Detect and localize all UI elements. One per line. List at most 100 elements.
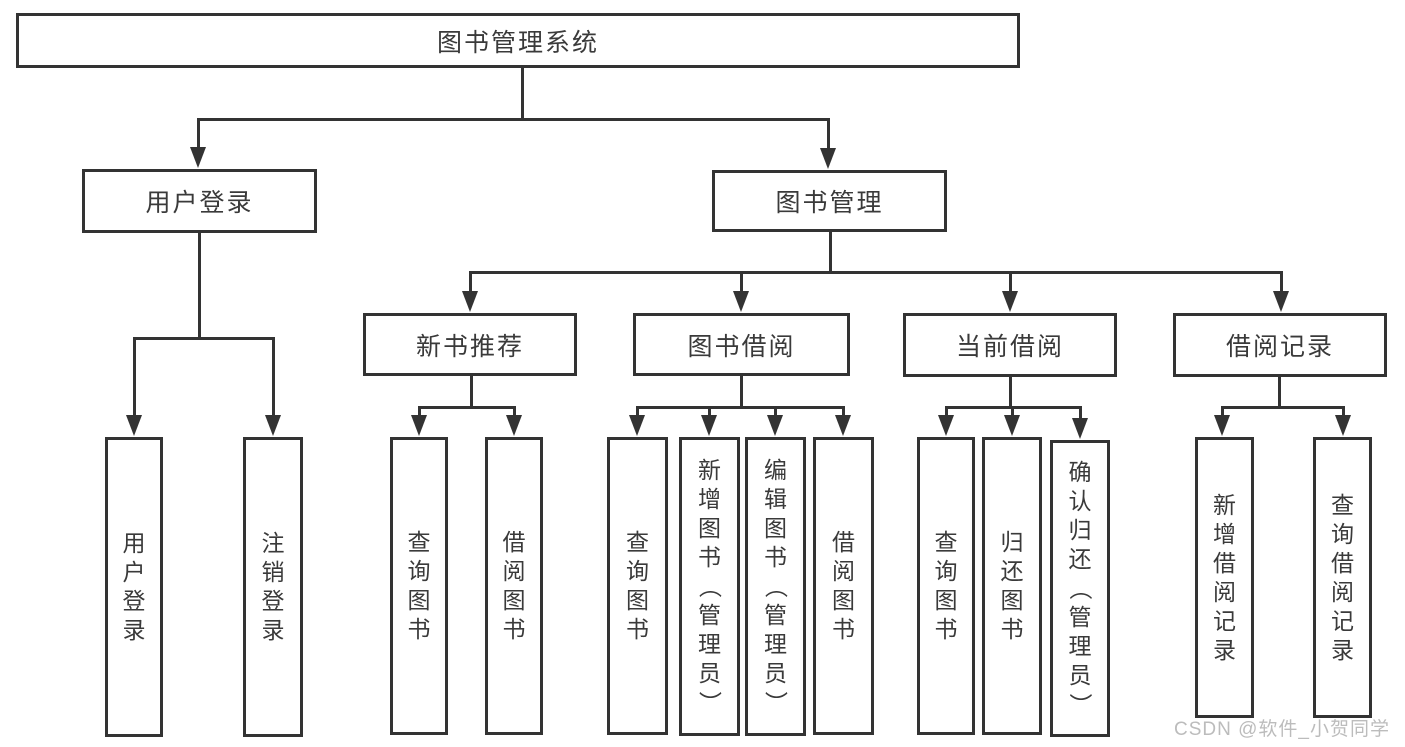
arrow-down-icon [1273, 291, 1289, 312]
node-label-char: 增 [698, 486, 721, 512]
node-borrow-records: 借阅记录 [1173, 313, 1387, 377]
node-label-char: 户 [122, 559, 146, 585]
node-label-char: 还 [1000, 558, 1024, 584]
connector-line [1008, 376, 1012, 407]
node-label-char: 理 [764, 631, 787, 657]
node-label-char: 图 [832, 587, 855, 613]
node-label: 当前借阅 [955, 333, 1064, 361]
node-label: 借阅记录 [1225, 333, 1334, 361]
node-label-char: 阅 [1213, 578, 1236, 605]
node-label-char: 阅 [502, 558, 526, 584]
arrow-down-icon [938, 415, 954, 436]
node-label-char: ） [1067, 693, 1094, 716]
node-label-char: 登 [122, 588, 146, 614]
arrow-down-icon [462, 291, 478, 312]
node-query-books-3: 查询图书 [917, 437, 975, 735]
arrow-down-icon [767, 415, 783, 436]
node-query-books-2: 查询图书 [607, 437, 668, 735]
node-label-char: 员 [1068, 662, 1092, 688]
node-label-char: 还 [1068, 546, 1092, 572]
connector-line [134, 337, 274, 340]
node-label-char: 用 [122, 530, 146, 556]
connector-line [739, 271, 743, 294]
connector-line [1279, 271, 1283, 294]
arrow-down-icon [411, 415, 427, 436]
node-label-char: 阅 [832, 558, 855, 584]
node-label-char: 理 [698, 631, 721, 657]
node-logout-leaf: 注销登录 [243, 437, 303, 737]
node-query-borrow-record: 查询借阅记录 [1313, 437, 1372, 718]
arrow-down-icon [265, 415, 281, 436]
connector-line [198, 118, 829, 121]
node-label-char: 图 [698, 515, 721, 541]
arrow-down-icon [126, 415, 142, 436]
node-label-char: 录 [122, 617, 146, 643]
node-label-char: 图 [934, 587, 958, 613]
node-label-char: ） [763, 691, 789, 714]
node-label-char: 归 [1000, 529, 1024, 555]
arrow-down-icon [701, 415, 717, 436]
node-label-char: 图 [407, 587, 431, 613]
node-label: 新书推荐 [415, 332, 524, 361]
node-current-borrow: 当前借阅 [903, 313, 1117, 377]
node-add-books: 新增图书（管理员） [679, 437, 740, 736]
connector-line [637, 406, 844, 409]
arrow-down-icon [190, 147, 206, 168]
node-label-char: 增 [1213, 520, 1236, 547]
node-label-char: 询 [407, 558, 431, 584]
connector-line [468, 271, 472, 294]
node-label-char: 认 [1068, 488, 1092, 514]
node-label-char: 录 [1331, 636, 1354, 663]
node-label-char: 借 [832, 529, 855, 555]
node-label-char: 录 [261, 617, 285, 643]
node-add-borrow-record: 新增借阅记录 [1195, 437, 1254, 718]
node-label: 图书管理 [775, 189, 884, 217]
arrow-down-icon [733, 291, 749, 312]
connector-line [271, 337, 275, 418]
watermark: CSDN @软件_小贺同学 [1174, 719, 1390, 740]
arrow-down-icon [820, 148, 836, 169]
node-label: 图书管理系统 [436, 28, 599, 57]
node-label-char: 书 [764, 544, 787, 570]
node-label-char: （ [697, 575, 723, 598]
connector-line [520, 68, 524, 118]
node-confirm-return: 确认归还（管理员） [1050, 440, 1110, 737]
node-edit-books: 编辑图书（管理员） [745, 437, 806, 736]
node-book-borrow: 图书借阅 [633, 313, 850, 376]
node-label-char: 新 [1213, 491, 1236, 518]
connector-line [512, 406, 516, 418]
connector-line [197, 233, 201, 338]
node-label-char: 管 [1068, 604, 1092, 630]
node-book-mgmt: 图书管理 [712, 170, 947, 232]
connector-line [773, 406, 777, 418]
arrow-down-icon [1335, 415, 1351, 436]
node-label-char: 图 [626, 587, 649, 613]
node-label: 用户登录 [145, 189, 254, 217]
arrow-down-icon [506, 415, 522, 436]
node-label-char: 销 [261, 559, 285, 585]
connector-line [1222, 406, 1344, 409]
node-label-char: 新 [698, 457, 721, 483]
node-label-char: 理 [1068, 633, 1092, 659]
node-label-char: 询 [934, 558, 958, 584]
node-label-char: 阅 [1331, 578, 1354, 605]
node-label-char: 查 [934, 529, 958, 555]
arrow-down-icon [629, 415, 645, 436]
connector-line [469, 376, 473, 407]
node-label-char: 员 [764, 660, 787, 686]
node-label-char: 录 [1213, 636, 1236, 663]
node-new-book-rec: 新书推荐 [363, 313, 577, 376]
node-label-char: ） [697, 691, 723, 714]
node-user-login: 用户登录 [82, 169, 317, 233]
arrow-down-icon [1004, 415, 1020, 436]
connector-line [944, 406, 948, 418]
connector-line [470, 271, 1282, 274]
node-borrow-books-2: 借阅图书 [813, 437, 874, 735]
node-label-char: 归 [1068, 517, 1092, 543]
node-label-char: 编 [764, 457, 787, 483]
connector-line [1010, 406, 1014, 418]
connector-line [946, 406, 1081, 409]
node-label-char: 记 [1331, 607, 1354, 634]
node-label-char: 书 [1000, 616, 1024, 642]
node-label-char: 询 [626, 558, 649, 584]
